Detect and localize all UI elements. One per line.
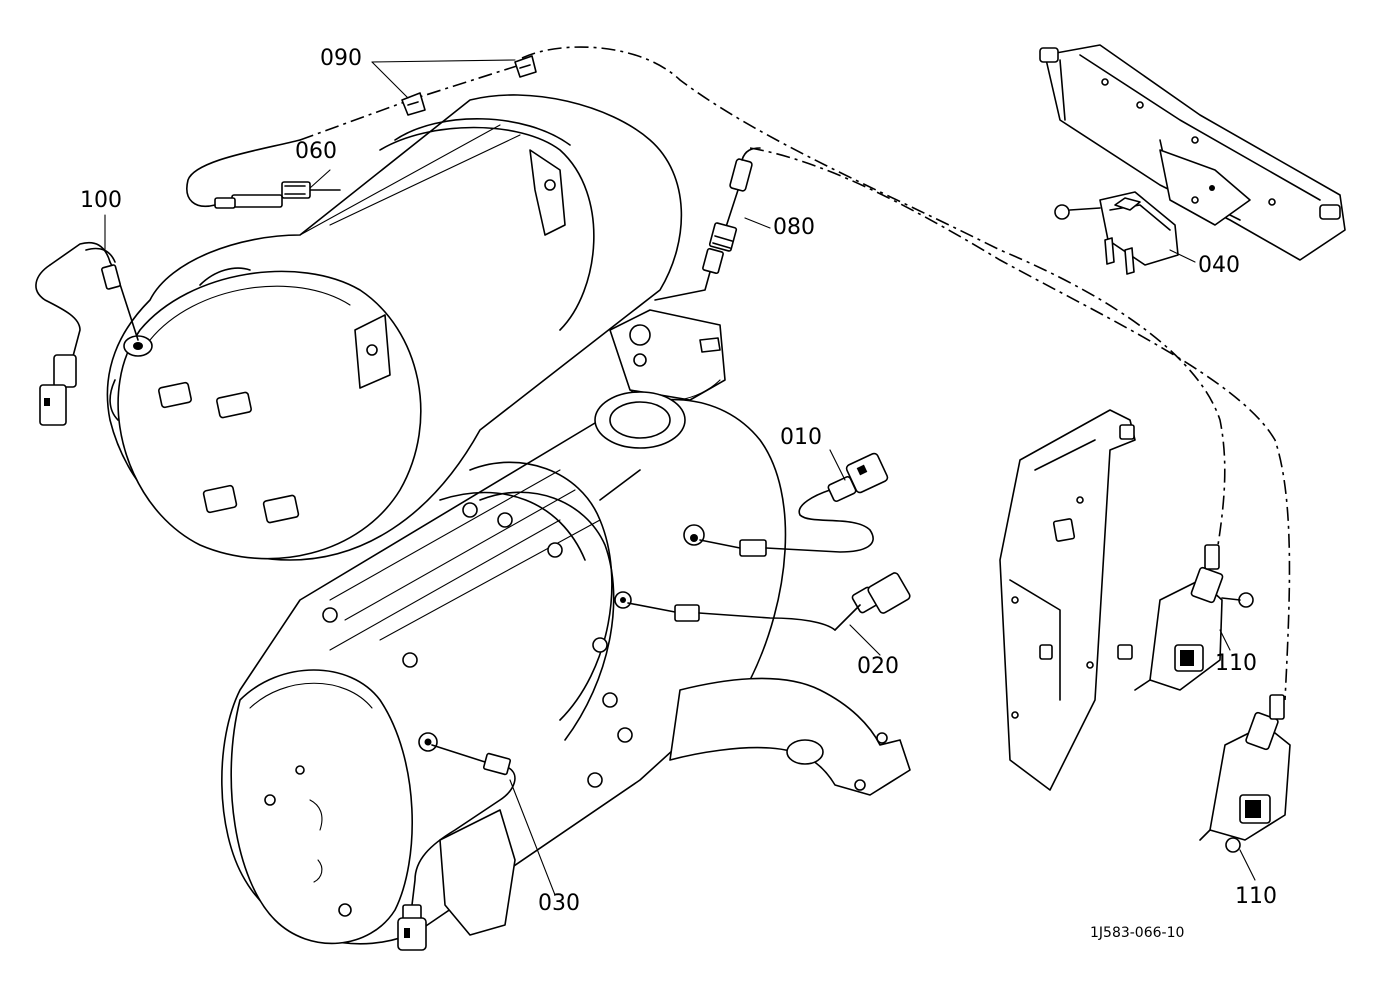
harness-routing <box>521 46 1291 701</box>
sensor-100[interactable] <box>35 241 139 426</box>
sensor-080[interactable] <box>654 147 761 301</box>
callout-060: 060 <box>295 139 337 164</box>
dpf-canister <box>221 391 911 945</box>
sensor-110-lower[interactable] <box>1199 694 1291 853</box>
drawing-code: 1J583-066-10 <box>1090 925 1184 941</box>
doc-canister <box>106 94 683 561</box>
leader-lines <box>104 59 1256 896</box>
sensor-010[interactable] <box>699 452 889 557</box>
clamp-090-b[interactable] <box>514 55 537 78</box>
callout-090: 090 <box>320 46 362 71</box>
callout-labels: 090 060 100 080 040 010 020 110 110 030 … <box>80 46 1277 941</box>
callout-010: 010 <box>780 425 822 450</box>
sensor-110-upper[interactable] <box>1134 544 1254 691</box>
clamp-090-a[interactable] <box>401 92 426 116</box>
callout-080: 080 <box>773 215 815 240</box>
callout-100: 100 <box>80 188 122 213</box>
sensor-030[interactable] <box>397 744 516 951</box>
pressure-sensor-040[interactable] <box>1054 191 1179 275</box>
frame-bracket <box>1039 44 1346 261</box>
callout-020: 020 <box>857 654 899 679</box>
callout-040: 040 <box>1198 253 1240 278</box>
callout-110-upper: 110 <box>1215 651 1257 676</box>
pipe-flange <box>609 309 726 402</box>
callout-110-lower: 110 <box>1235 884 1277 909</box>
heat-shield <box>999 409 1136 791</box>
sensor-020[interactable] <box>627 572 911 631</box>
callout-030: 030 <box>538 891 580 916</box>
